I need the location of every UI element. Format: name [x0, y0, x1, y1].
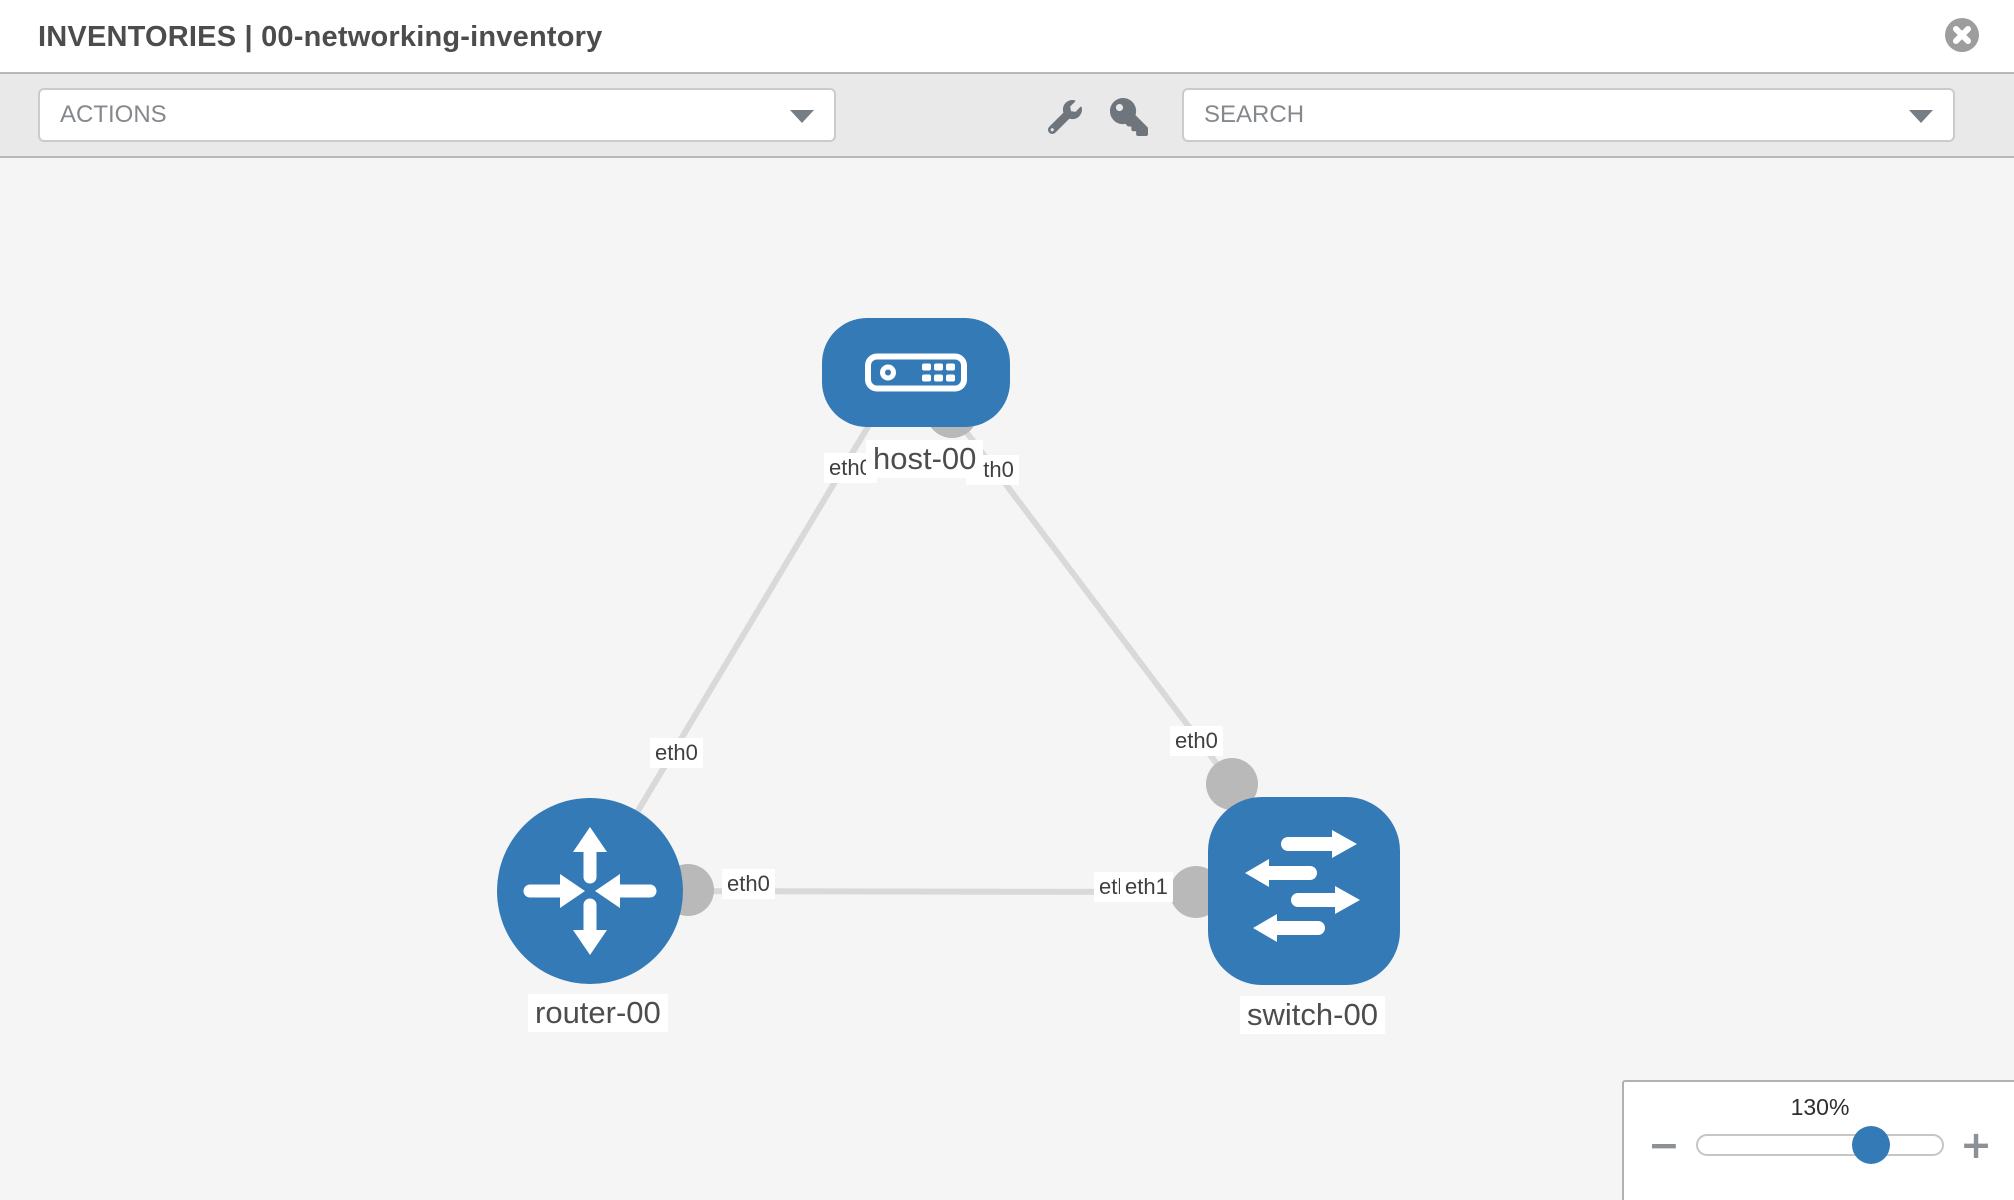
chevron-down-icon [1909, 110, 1933, 123]
iface-label: eth1 [1120, 872, 1173, 902]
host-icon [865, 353, 967, 392]
node-label-switch: switch-00 [1240, 996, 1385, 1034]
network-diagram [497, 318, 1400, 985]
chevron-down-icon [790, 110, 814, 123]
links [587, 411, 1235, 895]
close-button[interactable] [1945, 18, 1979, 52]
zoom-in-button[interactable]: + [1960, 1123, 1992, 1167]
wrench-icon[interactable] [1047, 100, 1082, 139]
topology-canvas[interactable]: eth0 eth0 eth0 eth0 eth0 eth0 eth1 host-… [0, 158, 2014, 1200]
actions-dropdown-label: ACTIONS [60, 101, 167, 128]
modal-header: INVENTORIES | 00-networking-inventory [0, 0, 2014, 72]
key-icon[interactable] [1110, 98, 1148, 141]
zoom-out-button[interactable]: − [1648, 1123, 1680, 1167]
router-icon [523, 827, 657, 955]
node-switch-00[interactable] [1208, 797, 1400, 985]
iface-label: eth0 [722, 869, 775, 899]
zoom-slider-thumb[interactable] [1851, 1126, 1890, 1164]
actions-dropdown[interactable]: ACTIONS [38, 88, 836, 142]
zoom-control-panel: 130% − + [1622, 1080, 2014, 1200]
toolbar: ACTIONS SEARCH [0, 72, 2014, 158]
iface-label: eth0 [1170, 726, 1223, 756]
search-dropdown[interactable]: SEARCH [1182, 88, 1955, 142]
search-dropdown-label: SEARCH [1204, 101, 1305, 128]
page-title: INVENTORIES | 00-networking-inventory [38, 21, 603, 53]
zoom-slider-track[interactable] [1695, 1126, 1945, 1164]
iface-label: eth0 [650, 738, 703, 768]
close-icon [1945, 18, 1979, 52]
switch-icon [1245, 830, 1360, 942]
node-router-00[interactable] [497, 798, 683, 984]
zoom-percentage: 130% [1790, 1094, 1850, 1120]
node-label-host: host-00 [866, 440, 984, 478]
node-host-00[interactable] [822, 318, 1010, 427]
connector-switch-topleft [1206, 758, 1258, 810]
node-label-router: router-00 [528, 994, 668, 1032]
